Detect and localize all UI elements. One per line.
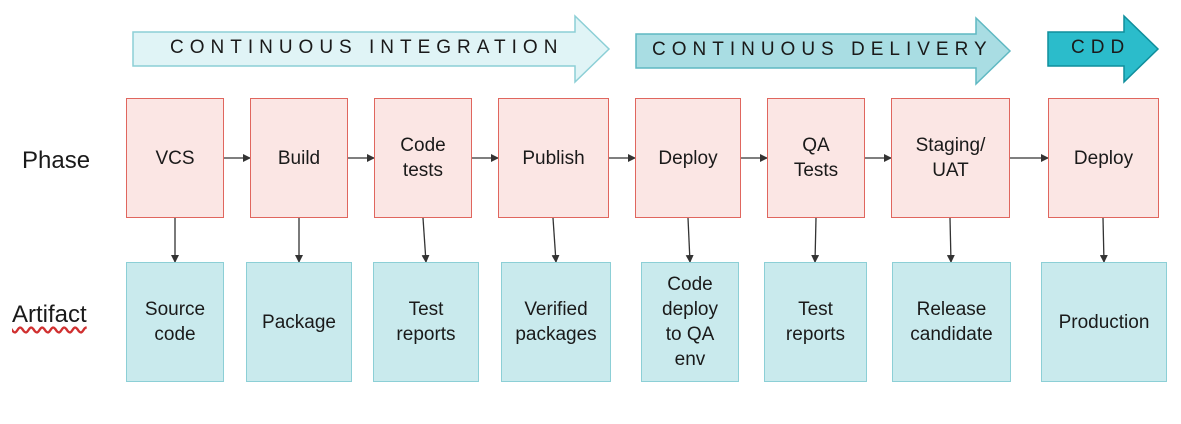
artifact-test-reports: Test reports (373, 262, 479, 382)
artifact-release-candidate: Release candidate (892, 262, 1011, 382)
artifact-arrow-8 (1099, 217, 1108, 263)
phase-build: Build (250, 98, 348, 218)
artifact-arrow-6 (811, 217, 820, 263)
stage-arrow-ci (132, 14, 611, 84)
phase-deploy-production: Deploy (1048, 98, 1159, 218)
artifact-code-deploy-qa: Code deploy to QA env (641, 262, 739, 382)
artifact-row-label: Artifact (12, 301, 87, 328)
stage-label-cdd: CDD (1071, 37, 1131, 58)
stage-label-cd: CONTINUOUS DELIVERY (652, 39, 993, 60)
stage-arrow-cdd (1047, 14, 1160, 84)
artifact-package: Package (246, 262, 352, 382)
artifact-arrow-3 (421, 217, 430, 263)
stage-arrow-cd (635, 16, 1012, 86)
artifact-qa-test-reports: Test reports (764, 262, 867, 382)
phase-staging-uat: Staging/ UAT (891, 98, 1010, 218)
stage-label-ci: CONTINUOUS INTEGRATION (170, 37, 564, 58)
phase-vcs: VCS (126, 98, 224, 218)
phase-deploy-qa: Deploy (635, 98, 741, 218)
artifact-arrow-5 (685, 217, 694, 263)
artifact-arrow-7 (946, 217, 955, 263)
artifact-production: Production (1041, 262, 1167, 382)
phase-publish: Publish (498, 98, 609, 218)
phase-code-tests: Code tests (374, 98, 472, 218)
phase-row-label: Phase (22, 147, 91, 174)
artifact-source-code: Source code (126, 262, 224, 382)
artifact-verified-packages: Verified packages (501, 262, 611, 382)
artifact-arrow-4 (551, 217, 560, 263)
phase-qa-tests: QA Tests (767, 98, 865, 218)
